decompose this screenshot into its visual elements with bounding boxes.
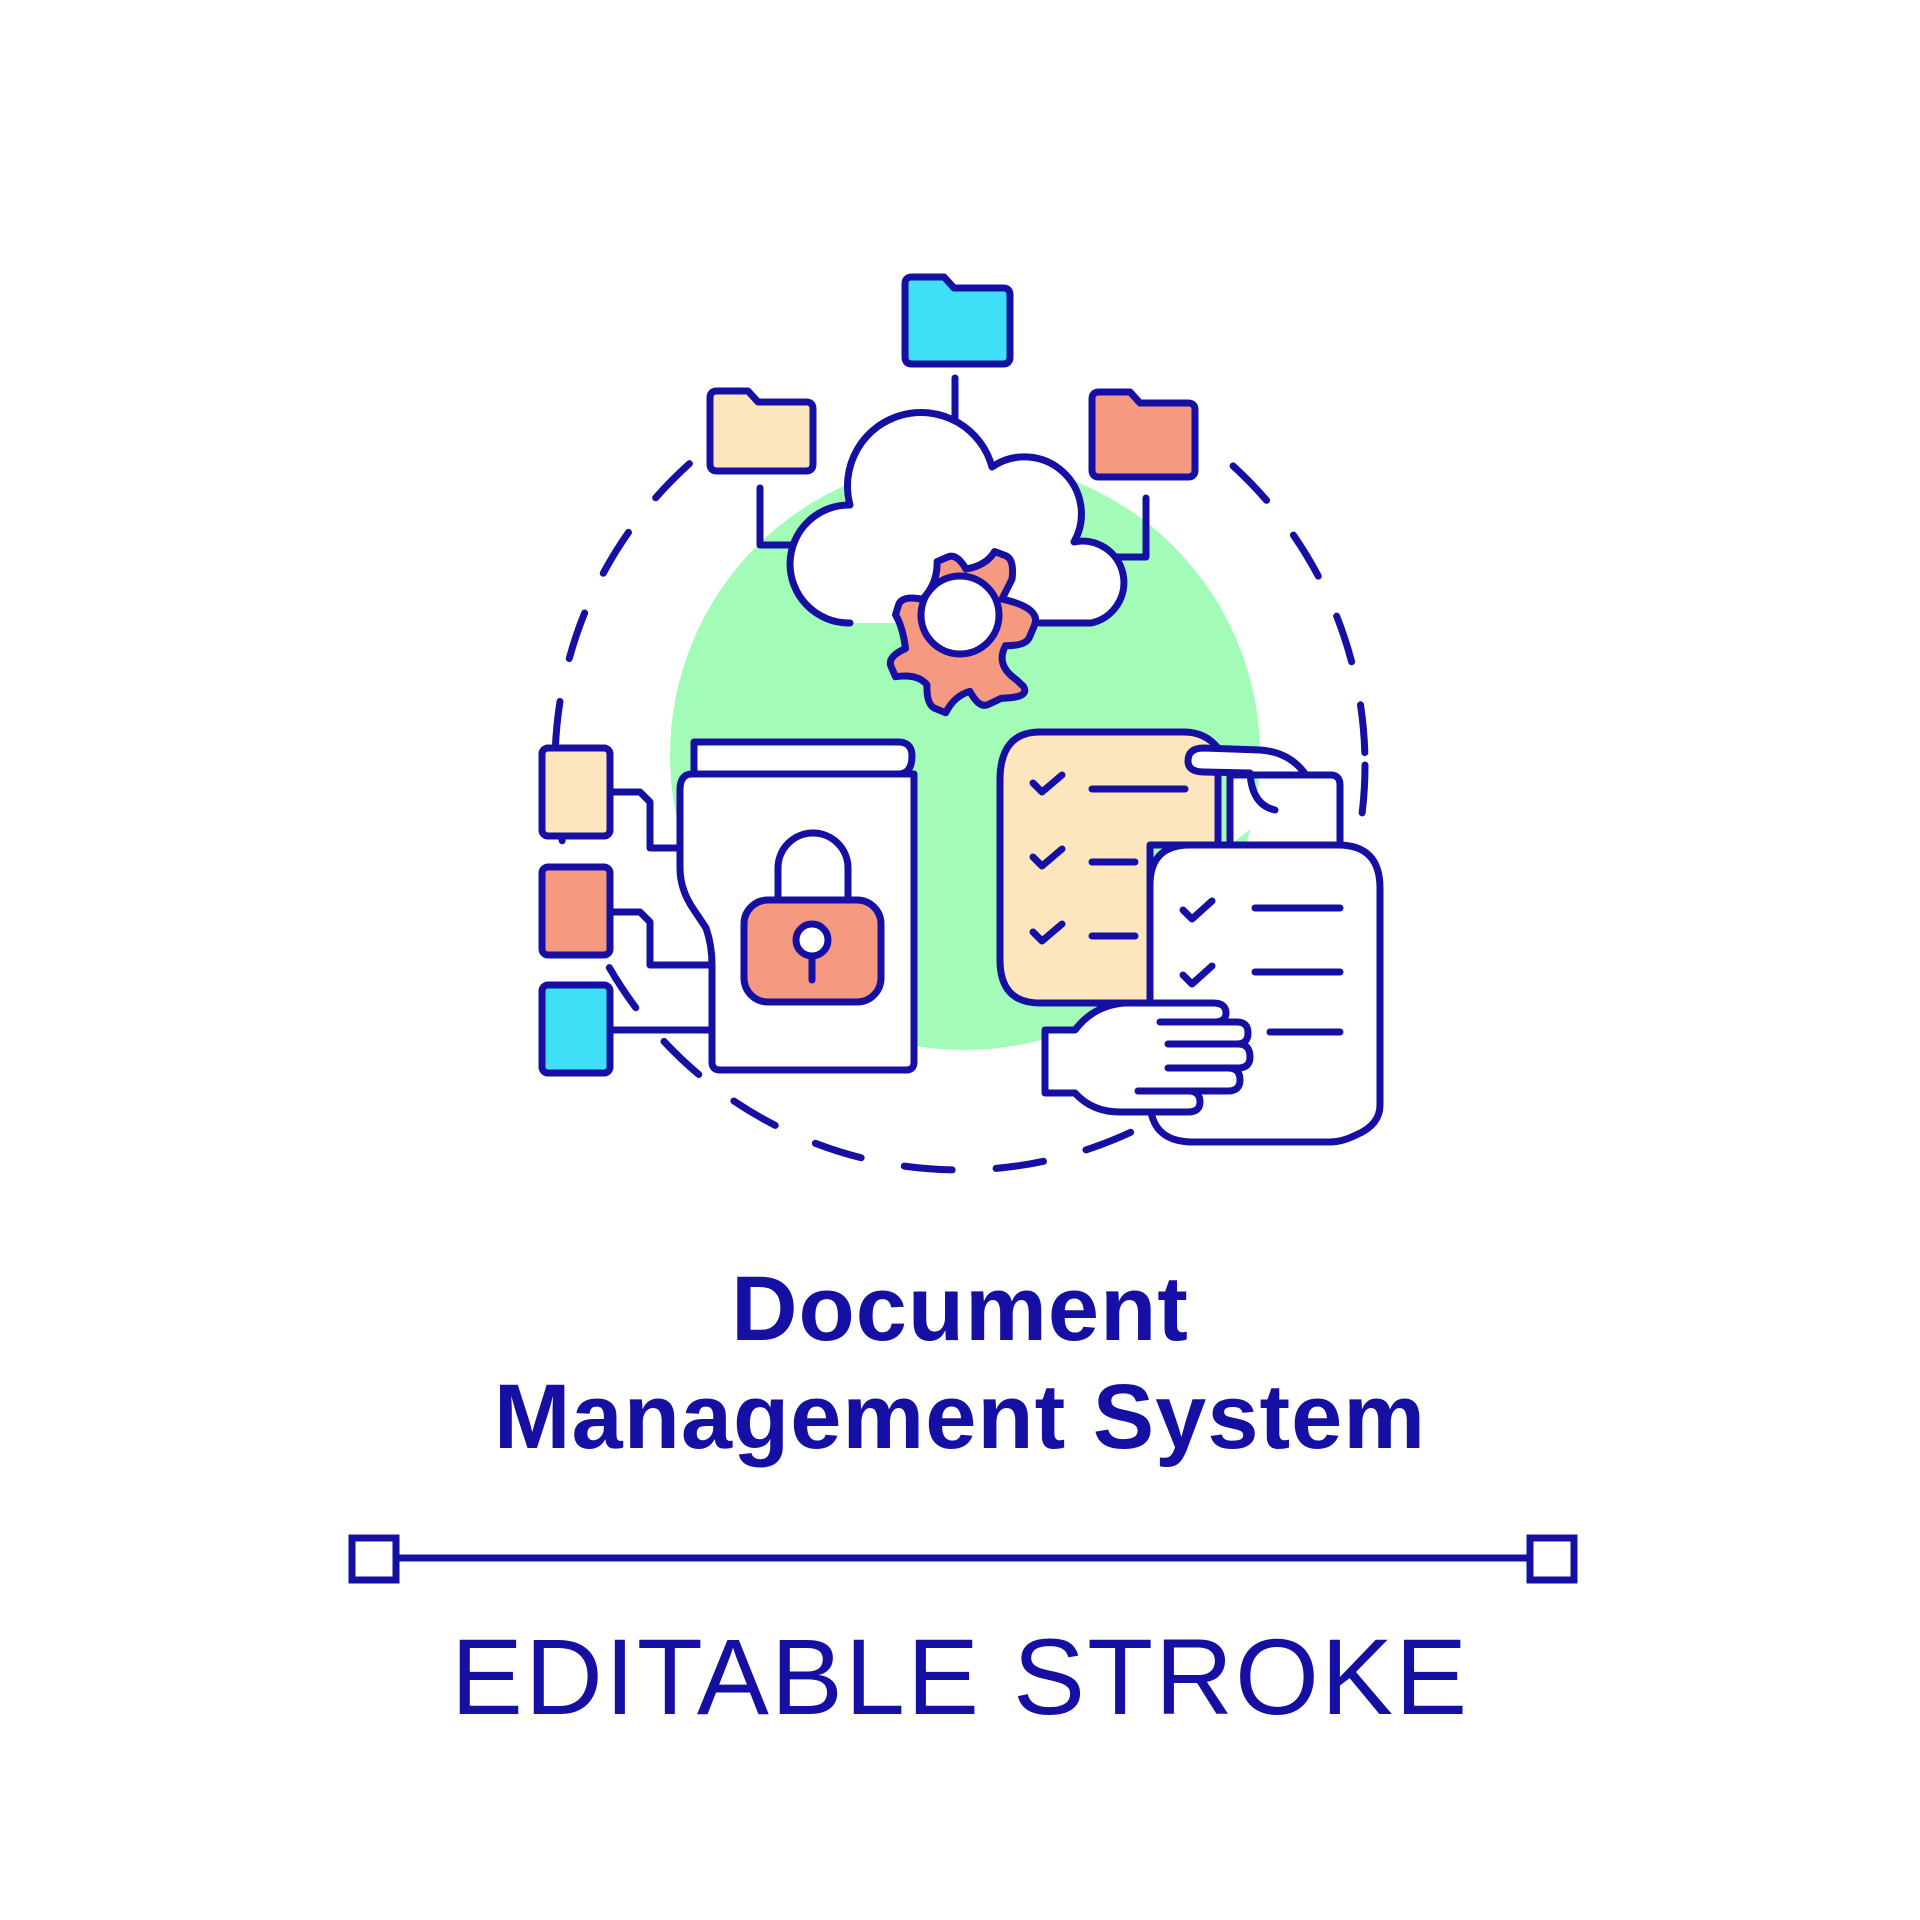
folder-icon [538,744,614,840]
folder-icon [901,273,1014,368]
divider-handle-left [348,1534,400,1584]
folder-icon [706,387,817,475]
divider-handle-right [1526,1534,1578,1584]
hand-icon [1041,999,1254,1116]
title-line-1: Document [731,1258,1189,1360]
checklist-icon [996,728,1344,1007]
folder-icon [538,981,614,1077]
cloud-gear-icon [786,409,1128,717]
page-title: Document Management System [0,1255,1920,1471]
dashed-ring [551,356,1369,1174]
locked-document-icon [676,738,918,1074]
folder-icon [538,863,614,959]
folder-icon [1088,388,1199,481]
subtitle: EDITABLE STROKE [450,1616,1470,1737]
divider [348,1534,1578,1584]
title-line-2: Management System [493,1366,1427,1468]
document-management-illustration [538,273,1384,1174]
